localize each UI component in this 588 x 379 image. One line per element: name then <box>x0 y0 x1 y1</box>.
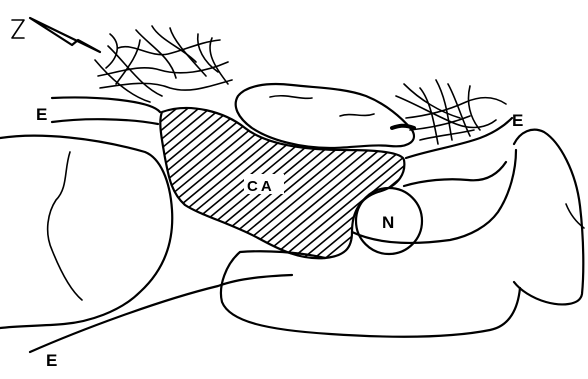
hatch-line <box>13 90 243 280</box>
hatch-line <box>178 90 408 280</box>
label-ca: CA <box>247 178 275 195</box>
hatch-line <box>0 90 155 280</box>
hatch-line <box>464 90 588 280</box>
hatch-line <box>354 90 584 280</box>
hatch-line <box>332 90 562 280</box>
hatch-line <box>398 90 588 280</box>
hatch-line <box>475 90 588 280</box>
label-e-bottom: E <box>46 351 57 370</box>
hatch-line <box>299 90 529 280</box>
hatch-line <box>486 90 588 280</box>
upper-left-branch <box>52 98 160 124</box>
hatch-line <box>123 90 353 280</box>
hatch-line <box>189 90 419 280</box>
left-nerve-tangle <box>95 26 232 102</box>
left-lower-structure <box>0 136 172 328</box>
label-e-right: E <box>512 111 523 130</box>
bottom-vessel <box>30 275 292 352</box>
hatch-line <box>0 90 144 280</box>
hatch-line <box>200 90 430 280</box>
hatch-line <box>541 90 588 280</box>
hatch-line <box>24 90 254 280</box>
hatch-line <box>387 90 588 280</box>
left-inner-contour <box>48 152 82 300</box>
hatch-line <box>255 90 485 280</box>
north-arrow <box>12 18 100 52</box>
hatch-line <box>519 90 588 280</box>
hatch-line <box>101 90 331 280</box>
hatch-line <box>409 90 588 280</box>
hatch-line <box>530 90 588 280</box>
north-arrow-pointer <box>30 18 100 52</box>
label-e-left-upper: E <box>36 105 47 124</box>
label-n: N <box>382 213 394 232</box>
north-glyph <box>12 20 24 38</box>
hatch-line <box>112 90 342 280</box>
